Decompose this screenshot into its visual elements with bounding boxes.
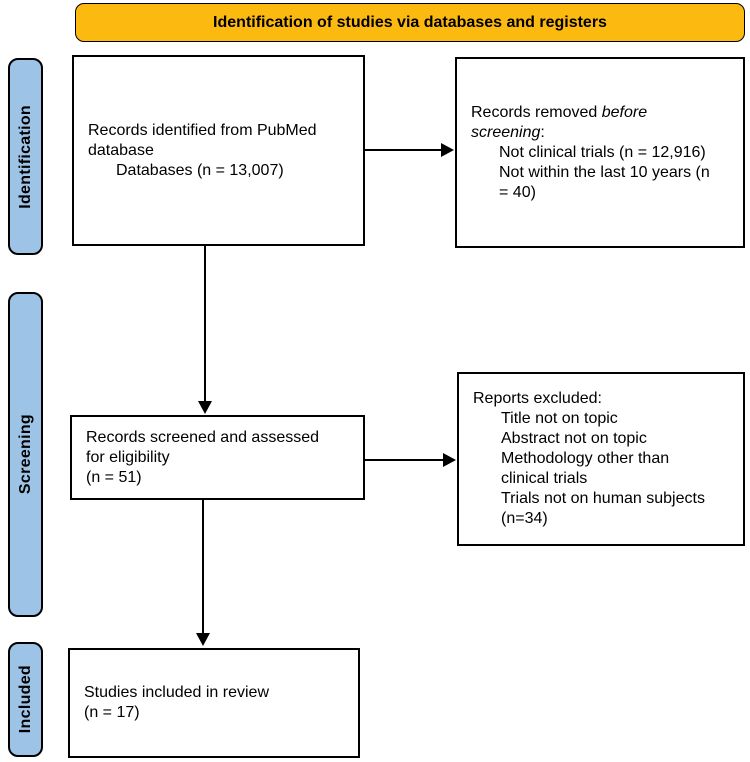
stage-label-included: Included [8,642,43,757]
box-text-segment: Not within the last 10 years (n [499,163,710,181]
stage-label-screening: Screening [8,292,43,617]
box-text-line: Abstract not on topic [473,429,733,449]
box-text-line: Records screened and assessed [86,428,353,448]
box-text-segment: = 40) [499,183,536,201]
box-text-line: Not within the last 10 years (n [471,163,733,183]
box-text-line: Trials not on human subjects [473,489,733,509]
box-text-segment: Reports excluded: [473,390,602,407]
arrow-head-icon [443,453,456,467]
box-text-line: clinical trials [473,469,733,489]
banner-title: Identification of studies via databases … [75,3,745,42]
box-text-line: database [88,141,353,161]
box-text-segment: Records identified from PubMed [88,121,317,139]
arrow-shaft [202,500,204,634]
box-text-segment: Records screened and assessed [86,428,320,446]
box-text-segment: Records removed [471,103,602,121]
box-text-segment: (n=34) [501,510,548,527]
box-text-line: (n = 51) [86,468,353,488]
box-text-segment: (n = 51) [86,468,142,486]
arrow-head-icon [196,633,210,646]
box-text-segment: : [540,123,545,141]
box-text-segment: (n = 17) [84,704,140,721]
box-text-segment: Title not on topic [501,410,618,427]
box-text-line: (n=34) [473,509,733,529]
box-text-line: Not clinical trials (n = 12,916) [471,143,733,163]
box-text-line: = 40) [471,183,733,203]
box-text-segment: Not clinical trials (n = 12,916) [499,143,706,161]
box-text-segment: before [601,103,648,121]
box-text-segment: Studies included in review [84,684,269,701]
arrow-head-icon [441,143,454,157]
box-text-line: for eligibility [86,448,353,468]
arrow-shaft [365,149,442,151]
banner-title-label: Identification of studies via databases … [213,13,607,31]
box-text-segment: screening [471,123,541,141]
box-text-segment: Abstract not on topic [501,430,647,447]
box-text-segment: for eligibility [86,448,170,466]
box-text-segment: database [88,141,154,159]
stage-label-identification-text: Identification [16,104,34,209]
stage-label-identification: Identification [8,58,43,255]
box-text-line: Studies included in review [84,683,348,703]
box-text-line: Reports excluded: [473,389,733,409]
box-text-line: Records removed before [471,103,733,123]
box-text-segment: Trials not on human subjects [501,490,705,507]
box-studies-included: Studies included in review (n = 17) [68,648,360,758]
box-text-line: screening: [471,123,733,143]
box-text-line: Databases (n = 13,007) [88,161,353,181]
arrow-shaft [204,246,206,402]
box-text-segment: clinical trials [501,470,588,487]
box-records-screened: Records screened and assessed for eligibi… [70,415,365,500]
stage-label-included-text: Included [16,665,34,734]
box-text-segment: Methodology other than [501,450,670,467]
arrow-shaft [365,459,444,461]
box-text-line: (n = 17) [84,703,348,723]
box-text-line: Methodology other than [473,449,733,469]
stage-label-screening-text: Screening [16,414,34,495]
arrow-head-icon [198,401,212,414]
box-text-line: Title not on topic [473,409,733,429]
box-text-segment: Databases (n = 13,007) [116,161,284,179]
box-text-line: Records identified from PubMed [88,121,353,141]
